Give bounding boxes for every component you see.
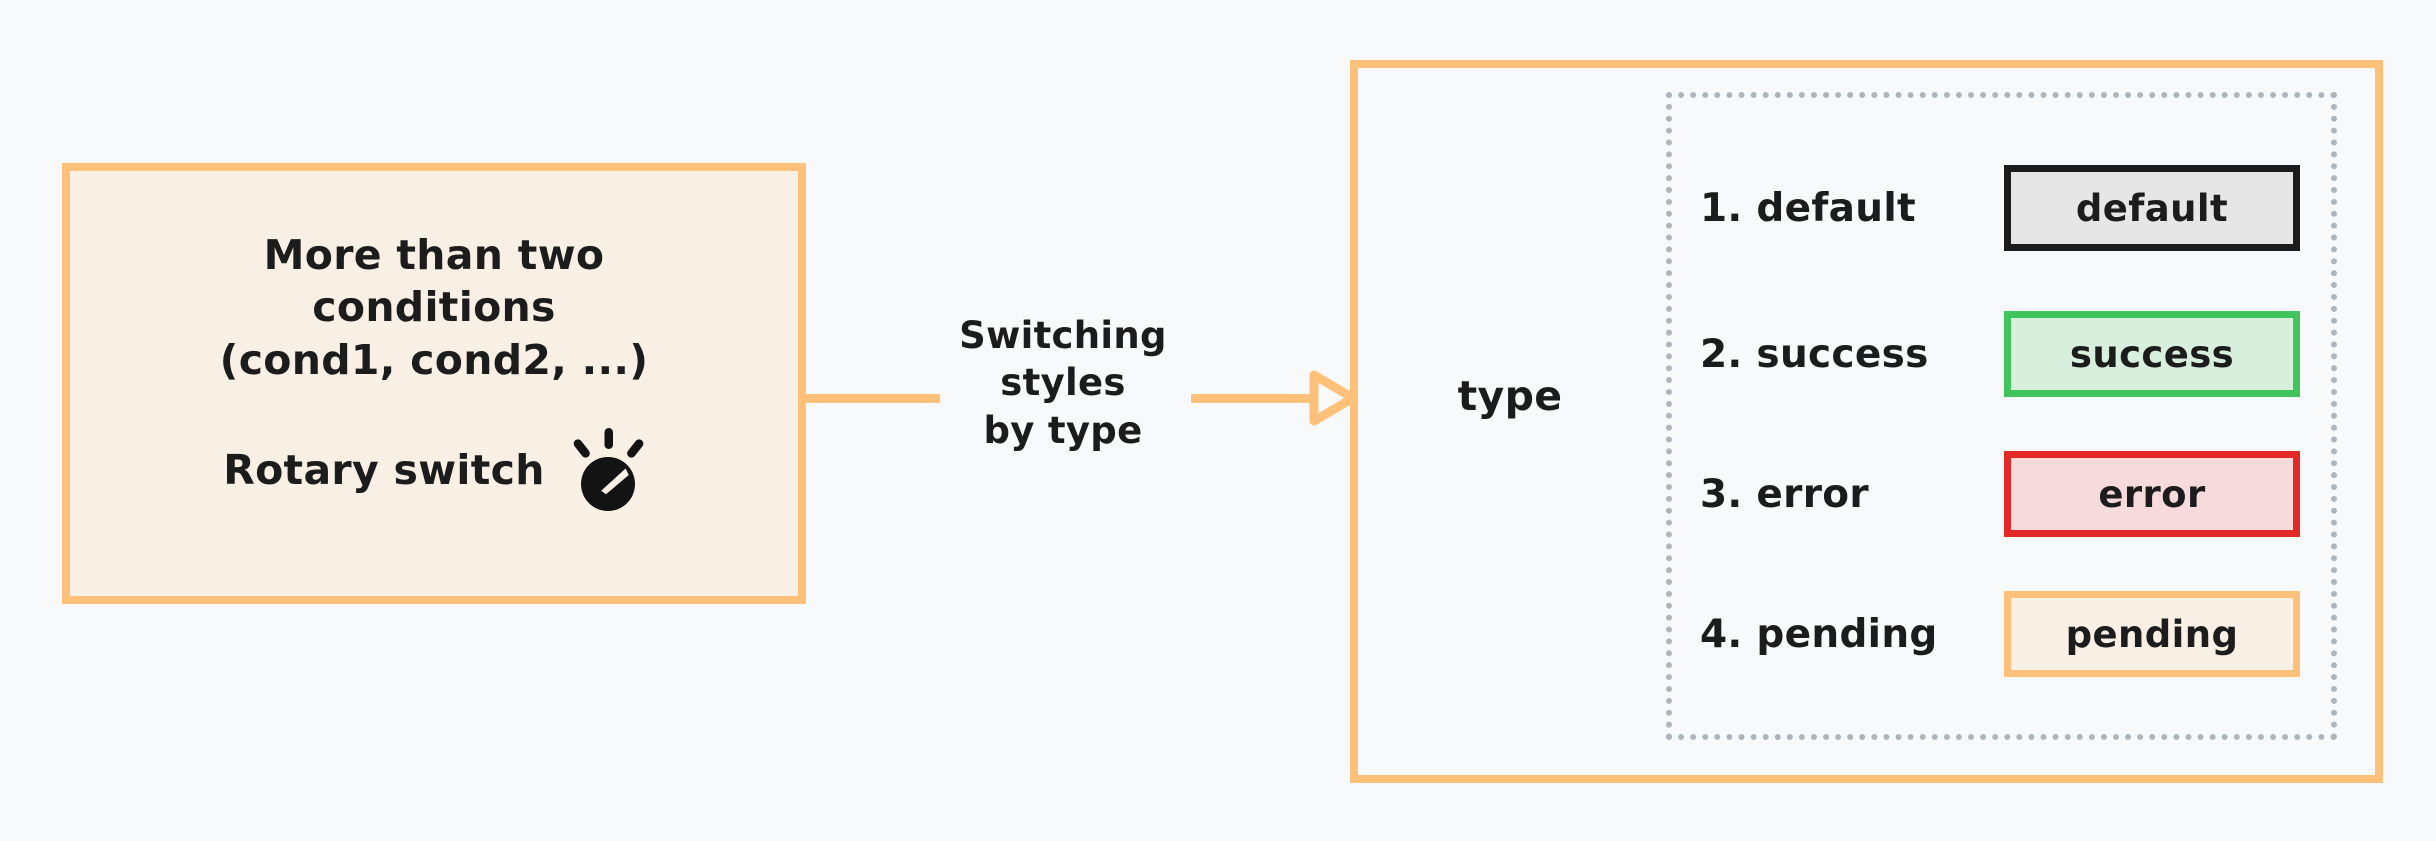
variant-label: 1. default — [1700, 185, 1916, 231]
connector-line-left — [806, 394, 940, 403]
source-box: More than two conditions (cond1, cond2, … — [62, 163, 806, 604]
arrow-right-icon — [1309, 370, 1358, 426]
connector-label: Switching styles by type — [959, 314, 1167, 452]
variant-chip-success[interactable]: success — [2004, 311, 2300, 397]
rotary-switch-label: Rotary switch — [223, 446, 545, 495]
variant-row: 4. pending pending — [1700, 591, 2300, 677]
variant-chip-error[interactable]: error — [2004, 451, 2300, 537]
variant-chip-pending[interactable]: pending — [2004, 591, 2300, 677]
variant-row: 2. success success — [1700, 311, 2300, 397]
variant-label: 4. pending — [1700, 611, 1938, 657]
source-title: More than two conditions (cond1, cond2, … — [219, 230, 649, 384]
variant-label: 2. success — [1700, 331, 1929, 377]
rotary-switch-row: Rotary switch — [223, 428, 645, 512]
variant-row: 3. error error — [1700, 451, 2300, 537]
variant-label: 3. error — [1700, 471, 1869, 517]
rotary-switch-icon — [573, 428, 644, 512]
variant-row: 1. default default — [1700, 165, 2300, 251]
connector-line-right — [1191, 394, 1316, 403]
variants-group-box — [1666, 92, 2337, 740]
type-axis-label: type — [1457, 372, 1563, 420]
variant-chip-default[interactable]: default — [2004, 165, 2300, 251]
